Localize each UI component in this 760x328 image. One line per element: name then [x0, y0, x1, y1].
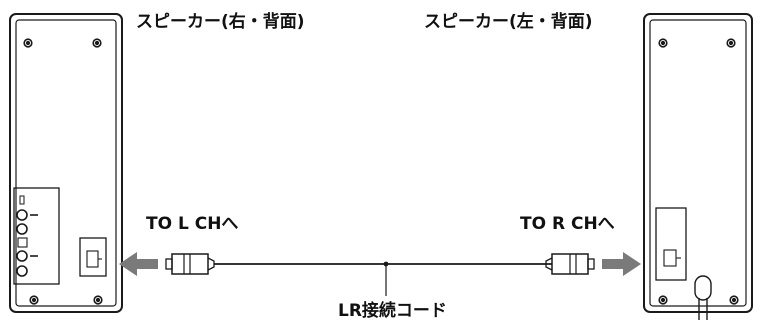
screw-icon [23, 38, 33, 48]
arrow-right-icon [602, 252, 641, 276]
screw-icon [29, 295, 39, 305]
right-speaker-rear [9, 13, 123, 313]
lr-cord-label: LR接続コード [338, 301, 447, 321]
lr-connection-cord [165, 253, 595, 296]
left-speaker-rear [643, 13, 753, 320]
screw-icon [658, 38, 668, 48]
left-plug [165, 253, 215, 275]
speaker-right-rear-title: スピーカー(右・背面) [136, 12, 305, 32]
to-r-ch-label: TO R CHへ [520, 214, 615, 234]
to-l-ch-label: TO L CHへ [146, 214, 239, 234]
screw-icon [93, 295, 103, 305]
speaker-left-rear-title: スピーカー(左・背面) [424, 12, 593, 32]
screw-icon [92, 38, 102, 48]
screw-icon [658, 295, 668, 305]
right-plug [545, 253, 595, 275]
power-cord [694, 275, 712, 320]
screw-icon [726, 38, 736, 48]
lr-jack [79, 237, 107, 277]
input-terminal-panel [13, 187, 60, 285]
arrow-left-icon [119, 252, 158, 276]
screw-icon [729, 295, 739, 305]
lr-jack [655, 207, 687, 281]
